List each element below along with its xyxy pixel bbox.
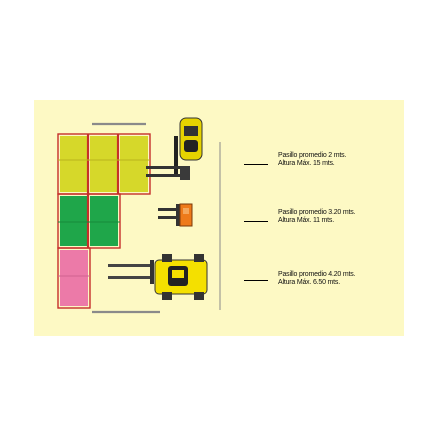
legend-text: Pasillo promedio 4.20 mts. Altura Máx. 6…	[278, 271, 355, 287]
rack-section-yellow	[57, 133, 151, 195]
forklift-medium-aisle	[158, 203, 193, 227]
rack-cell	[120, 136, 148, 192]
forklift-wide-aisle	[108, 254, 208, 300]
rack-section-green	[57, 193, 121, 249]
rack-cell	[60, 136, 88, 192]
legend-text: Pasillo promedio 2 mts. Altura Máx. 15 m…	[278, 152, 346, 168]
rack-frame	[57, 247, 91, 309]
legend-max-height: Altura Máx. 6.50 mts.	[278, 279, 340, 286]
legend-marker-line	[244, 280, 268, 281]
legend-max-height: Altura Máx. 15 mts.	[278, 160, 335, 167]
rack-cell	[60, 250, 88, 306]
rack-cell	[60, 196, 88, 246]
legend-marker-line	[244, 221, 268, 222]
warehouse-aisle-diagram	[57, 117, 221, 314]
legend-aisle-width: Pasillo promedio 3.20 mts.	[278, 209, 356, 216]
rack-cell	[90, 196, 118, 246]
legend-text: Pasillo promedio 3.20 mts. Altura Máx. 1…	[278, 209, 355, 225]
legend-max-height: Altura Máx. 11 mts.	[278, 217, 334, 224]
rack-section-pink	[57, 247, 91, 309]
legend-aisle-width: Pasillo promedio 4.20 mts.	[278, 271, 356, 278]
forklift-narrow-aisle	[146, 117, 203, 180]
legend-marker-line	[244, 164, 268, 165]
rack-cell	[90, 136, 118, 192]
legend-aisle-width: Pasillo promedio 2 mts.	[278, 152, 347, 159]
